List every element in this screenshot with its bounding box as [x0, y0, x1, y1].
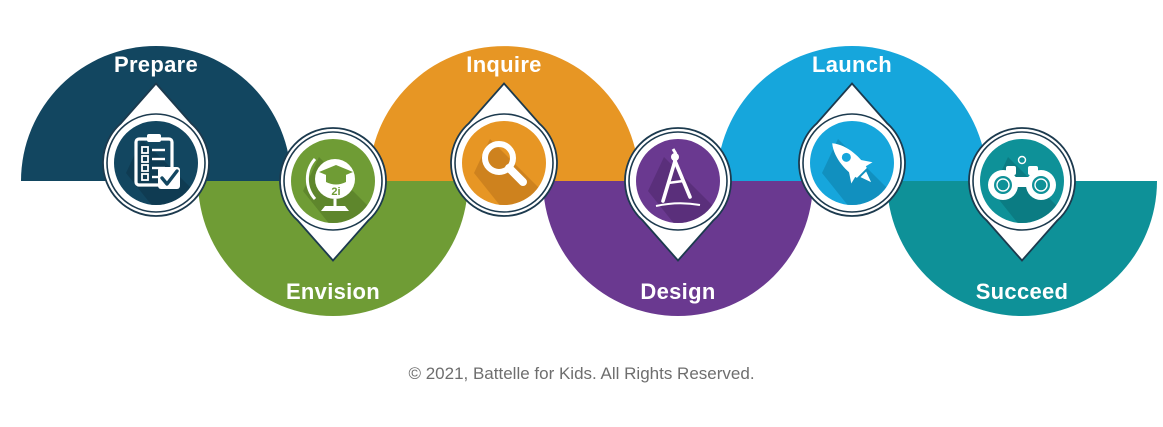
svg-text:2i: 2i [331, 186, 340, 198]
stage-launch-badge [798, 82, 906, 217]
stage-launch-label: Launch [812, 52, 892, 77]
stage-prepare-label: Prepare [114, 52, 198, 77]
drafting-compass-icon [655, 148, 701, 207]
stage-succeed-badge [968, 127, 1076, 262]
copyright-text: © 2021, Battelle for Kids. All Rights Re… [408, 364, 755, 383]
stage-envision-label: Envision [286, 279, 380, 304]
globe-graduation-icon: 2i [305, 158, 355, 211]
stage-succeed-label: Succeed [976, 279, 1069, 304]
magnifying-glass-icon [482, 141, 527, 186]
rocket-icon [832, 143, 873, 184]
checklist-icon [134, 134, 180, 189]
binoculars-icon [988, 155, 1056, 200]
stage-design-label: Design [640, 279, 715, 304]
stage-inquire-label: Inquire [466, 52, 541, 77]
stage-prepare-badge [102, 82, 210, 217]
